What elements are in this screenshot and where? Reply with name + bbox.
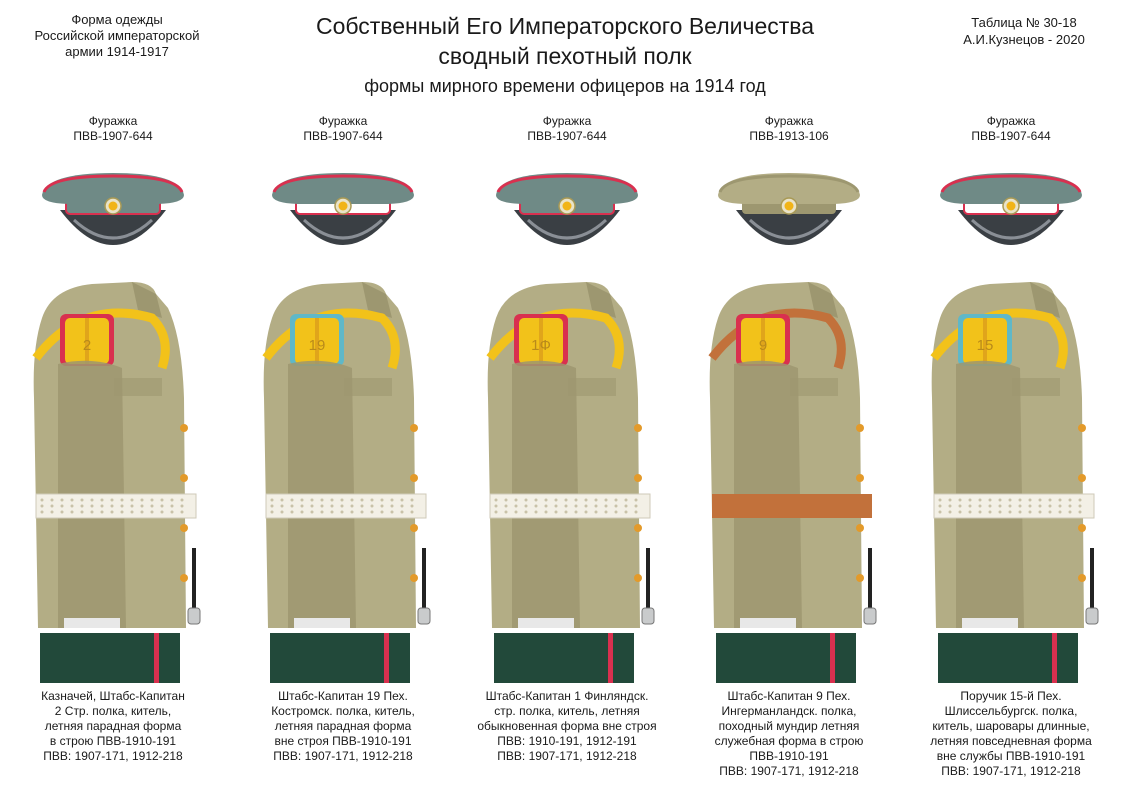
cap-label-code: ПВВ-1907-644 — [303, 129, 383, 143]
figure-caption-line: ПВВ: 1907-171, 1912-218 — [719, 764, 859, 778]
page-title-line-2: сводный пехотный полк — [438, 43, 692, 69]
figure-caption-line: Штабс-Капитан 1 Финляндск. — [485, 689, 649, 703]
uniform-figure: Фуражка ПВВ-1907-644 — [0, 0, 226, 800]
shoulder-board-number: 19 — [309, 337, 326, 354]
figure-caption: Поручик 15-й Пех.Шлиссельбургск. полка,к… — [898, 689, 1124, 779]
shoulder-board-number: 2 — [83, 337, 91, 354]
figure-caption-line: Поручик 15-й Пех. — [960, 689, 1062, 703]
cap-label-code: ПВВ-1907-644 — [73, 129, 153, 143]
figure-caption-line: походный мундир летняя — [718, 719, 860, 733]
figure-caption-line: Штабс-Капитан 19 Пех. — [278, 689, 408, 703]
uniform-figure: Фуражка ПВВ-1907-644 — [230, 0, 456, 800]
figure-caption-line: китель, шаровары длинные, — [932, 719, 1090, 733]
peaked-cap-illustration — [718, 173, 860, 245]
figure-caption-line: летняя парадная форма — [274, 719, 412, 733]
uniform-figure: Фуражка ПВВ-1907-644 — [454, 0, 680, 800]
collection-title-line: армии 1914-1917 — [65, 44, 169, 59]
peaked-cap-illustration — [42, 173, 184, 245]
figure-caption-line: летняя повседневная форма — [930, 734, 1092, 748]
figure-caption-line: служебная форма в строю — [714, 734, 864, 748]
uniform-tunic-illustration: 1Ф — [486, 282, 655, 683]
cap-label-code: ПВВ-1907-644 — [971, 129, 1051, 143]
figure-caption: Штабс-Капитан 19 Пех.Костромск. полка, к… — [230, 689, 456, 764]
figure-caption-line: 2 Стр. полка, китель, — [54, 704, 172, 718]
shoulder-board-number: 9 — [759, 337, 767, 354]
cap-label-type: Фуражка — [986, 114, 1036, 128]
uniform-figure: Фуражка ПВВ-1907-644 — [898, 0, 1124, 800]
sword-knot-icon — [641, 607, 655, 625]
figure-caption-line: вне строя ПВВ-1910-191 — [274, 734, 412, 748]
cap-label-code: ПВВ-1907-644 — [527, 129, 607, 143]
uniform-tunic-illustration: 19 — [262, 282, 431, 683]
uniform-tunic-illustration: 9 — [708, 282, 877, 683]
sword-knot-icon — [863, 607, 877, 625]
cap-label: Фуражка ПВВ-1907-644 — [0, 114, 226, 144]
sword-knot-icon — [1085, 607, 1099, 625]
cockade-center-icon — [108, 201, 118, 211]
figure-caption-line: Ингерманландск. полка, — [721, 704, 857, 718]
peaked-cap-illustration — [496, 173, 638, 245]
figure-caption-line: летняя парадная форма — [44, 719, 182, 733]
uniform-figure: Фуражка ПВВ-1913-106 — [676, 0, 902, 800]
author-credit: А.И.Кузнецов - 2020 — [963, 32, 1085, 47]
figure-caption-line: Казначей, Штабс-Капитан — [41, 689, 185, 703]
collection-title: Форма одежды Российской императорской ар… — [22, 12, 212, 60]
cockade-center-icon — [338, 201, 348, 211]
figure-caption: Штабс-Капитан 9 Пех.Ингерманландск. полк… — [676, 689, 902, 779]
figure-caption-line: Штабс-Капитан 9 Пех. — [727, 689, 851, 703]
figure-caption-line: Шлиссельбургск. полка, — [944, 704, 1078, 718]
shoulder-board-number: 1Ф — [531, 337, 551, 354]
collection-title-line: Форма одежды — [71, 12, 163, 27]
cockade-center-icon — [1006, 201, 1016, 211]
cap-label-type: Фуражка — [318, 114, 368, 128]
sword-knot-icon — [417, 607, 431, 625]
cap-label-type: Фуражка — [542, 114, 592, 128]
page-subtitle: формы мирного времени офицеров на 1914 г… — [364, 76, 766, 96]
collection-title-line: Российской императорской — [34, 28, 200, 43]
figure-caption-line: вне службы ПВВ-1910-191 — [936, 749, 1086, 763]
table-number: Таблица № 30-18 — [971, 15, 1077, 30]
shoulder-board-number: 15 — [977, 337, 994, 354]
peaked-cap-illustration — [940, 173, 1082, 245]
cap-label-type: Фуражка — [88, 114, 138, 128]
uniform-tunic-illustration: 2 — [32, 282, 201, 683]
cap-label-code: ПВВ-1913-106 — [749, 129, 829, 143]
cap-label-type: Фуражка — [764, 114, 814, 128]
figure-caption-line: ПВВ: 1907-171, 1912-218 — [273, 749, 413, 763]
figure-caption-line: обыкновенная форма вне строя — [477, 719, 657, 733]
cap-label: Фуражка ПВВ-1913-106 — [676, 114, 902, 144]
figure-caption-line: ПВВ-1910-191 — [749, 749, 829, 763]
cockade-center-icon — [784, 201, 794, 211]
figure-caption-line: ПВВ: 1907-171, 1912-218 — [43, 749, 183, 763]
figure-caption-line: ПВВ: 1907-171, 1912-218 — [497, 749, 637, 763]
peaked-cap-illustration — [272, 173, 414, 245]
cap-label: Фуражка ПВВ-1907-644 — [454, 114, 680, 144]
uniform-tunic-illustration: 15 — [930, 282, 1099, 683]
cockade-center-icon — [562, 201, 572, 211]
figure-caption-line: в строю ПВВ-1910-191 — [49, 734, 177, 748]
figure-caption-line: стр. полка, китель, летняя — [494, 704, 640, 718]
cap-label: Фуражка ПВВ-1907-644 — [230, 114, 456, 144]
cap-label: Фуражка ПВВ-1907-644 — [898, 114, 1124, 144]
figure-caption: Штабс-Капитан 1 Финляндск.стр. полка, ки… — [454, 689, 680, 764]
table-reference: Таблица № 30-18 А.И.Кузнецов - 2020 — [939, 14, 1109, 48]
sword-knot-icon — [187, 607, 201, 625]
page-title-line-1: Собственный Его Императорского Величеств… — [315, 13, 815, 39]
figure-caption-line: ПВВ: 1910-191, 1912-191 — [497, 734, 637, 748]
figure-caption-line: Костромск. полка, китель, — [271, 704, 415, 718]
figure-caption-line: ПВВ: 1907-171, 1912-218 — [941, 764, 1081, 778]
